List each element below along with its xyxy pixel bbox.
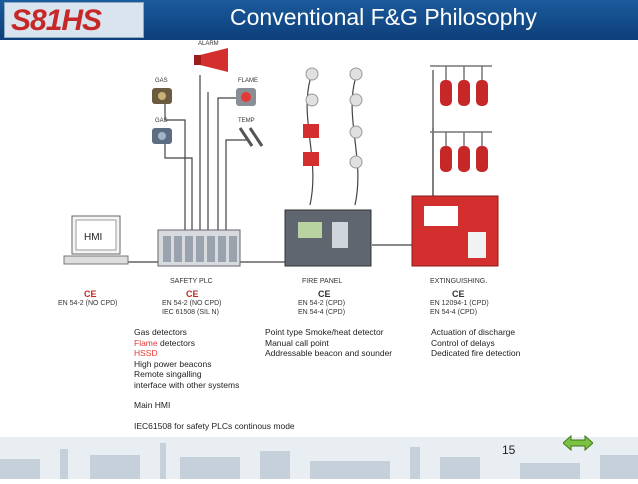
smoke-detector-icon — [349, 155, 363, 169]
header-bar: S81HS Conventional F&G Philosophy — [0, 0, 638, 40]
navigation-arrows-icon[interactable] — [563, 434, 593, 452]
gas-detector-icon — [152, 88, 172, 104]
temp-detector-icon — [238, 127, 264, 147]
alarm-horn-icon — [194, 48, 228, 72]
hmi-computer-icon — [63, 215, 129, 265]
smoke-detector-icon — [305, 93, 319, 107]
gas-label-1: GAS — [155, 78, 168, 84]
flame-label: FLAME — [238, 78, 258, 84]
plc-functions-list: Gas detectors Flame detectors HSSD High … — [134, 327, 295, 431]
list-item: HSSD — [134, 348, 158, 358]
alarm-label: ALARM — [198, 41, 219, 47]
list-item: Point type Smoke/heat detector — [265, 327, 384, 337]
fire-panel-icon — [284, 209, 372, 267]
flame-detector-icon — [236, 88, 256, 106]
slide-number: 15 — [502, 443, 516, 457]
hmi-label: HMI — [84, 232, 102, 243]
cert-plc-2: IEC 61508 (SIL N) — [162, 309, 219, 316]
cert-ext-1: EN 12094-1 (CPD) — [430, 300, 489, 307]
cert-ext-2: EN 54-4 (CPD) — [430, 309, 478, 316]
cert-fire-2: EN 54-4 (CPD) — [298, 309, 346, 316]
list-item: Remote singalling — [134, 369, 202, 379]
temp-label: TEMP — [238, 118, 255, 124]
ce-mark-hmi: CE — [84, 289, 97, 299]
list-item: Manual call point — [265, 337, 329, 348]
list-item: High power beacons — [134, 358, 212, 369]
fg-diagram: ALARM GAS GAS FLAME TEMP HMI — [63, 41, 499, 267]
extinguishing-panel-icon — [411, 195, 499, 267]
fire-panel-caption: FIRE PANEL — [302, 278, 343, 285]
industrial-skyline-icon — [0, 443, 638, 479]
plc-caption: SAFETY PLC — [170, 278, 213, 285]
manual-call-point-icon — [303, 152, 319, 166]
company-logo: S81HS — [4, 2, 144, 38]
extinguisher-cylinder-icon — [440, 80, 488, 172]
gas-label-2: GAS — [155, 118, 168, 124]
fire-panel-functions-list: Point type Smoke/heat detector Manual ca… — [265, 327, 392, 359]
safety-plc-icon — [157, 229, 241, 267]
cert-plc-1: EN 54-2 (NO CPD) — [162, 300, 222, 307]
smoke-detector-icon — [349, 67, 363, 81]
list-item: IEC61508 for safety PLCs continous mode — [134, 420, 295, 431]
list-item: Flame detectors — [134, 337, 195, 348]
list-item: Addressable beacon and sounder — [265, 348, 393, 358]
list-item: Gas detectors — [134, 327, 187, 337]
list-item: Main HMI — [134, 400, 171, 410]
extinguishing-functions-list: Actuation of discharge Control of delays… — [431, 327, 520, 359]
smoke-detector-icon — [305, 67, 319, 81]
ce-mark-ext: CE — [452, 289, 465, 299]
gas-detector-icon — [152, 128, 172, 144]
smoke-detector-icon — [349, 93, 363, 107]
list-item: Actuation of discharge — [431, 327, 516, 337]
list-item: Control of delays — [431, 337, 495, 348]
list-item: Dedicated fire detection — [431, 348, 521, 358]
cert-fire-1: EN 54-2 (CPD) — [298, 300, 346, 307]
ce-mark-fire: CE — [318, 289, 331, 299]
footer-banner — [0, 437, 638, 479]
cert-hmi: EN 54-2 (NO CPD) — [58, 300, 118, 307]
manual-call-point-icon — [303, 124, 319, 138]
extinguishing-caption: EXTINGUISHING. — [430, 278, 488, 285]
slide-title: Conventional F&G Philosophy — [230, 4, 537, 30]
ce-mark-plc: CE — [186, 289, 199, 299]
list-item: interface with other systems — [134, 379, 240, 390]
smoke-detector-icon — [349, 125, 363, 139]
